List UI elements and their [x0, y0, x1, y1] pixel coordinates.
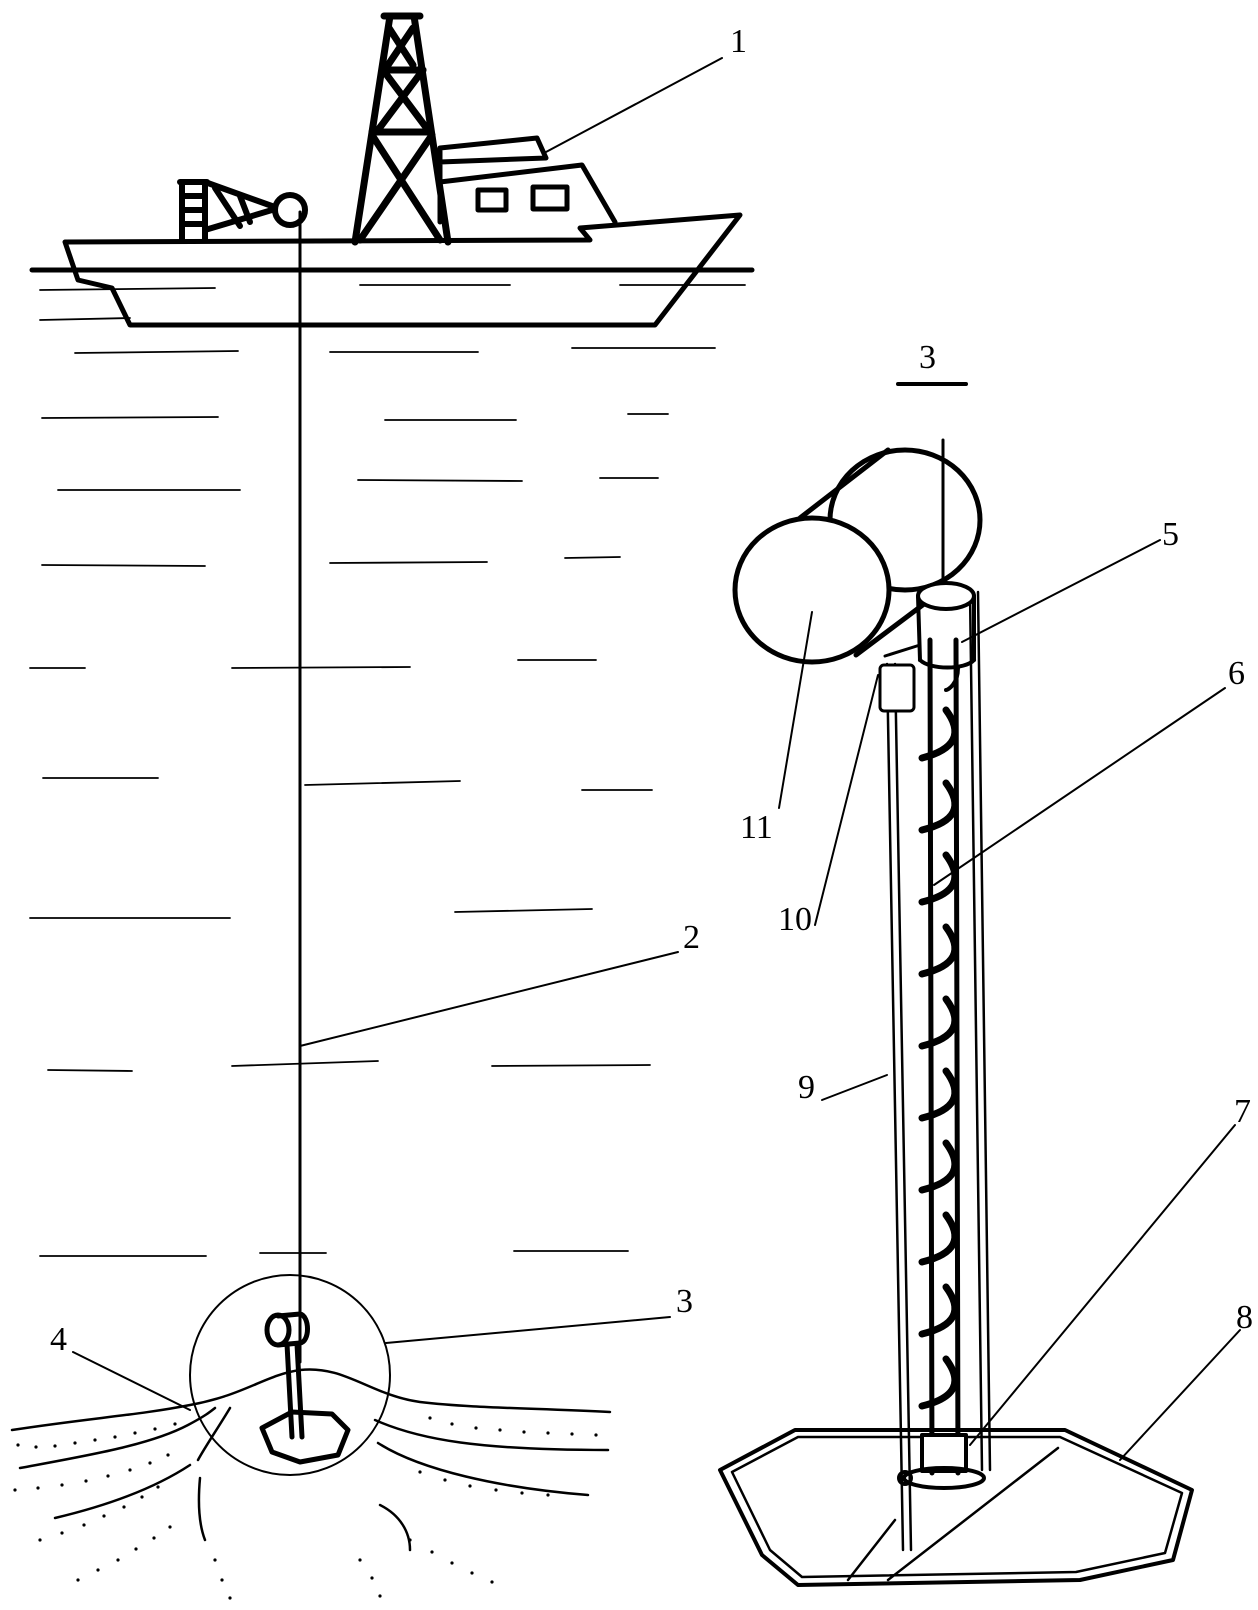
labels: 1 2 3 4 3 5 6 7 8 9 10 11 [50, 23, 1253, 1358]
central-rod [927, 637, 961, 1476]
label-11: 11 [740, 809, 773, 846]
label-9: 9 [798, 1069, 815, 1106]
label-7: 7 [1234, 1093, 1251, 1130]
leader-lines [72, 57, 1241, 1461]
small-float [264, 1312, 292, 1348]
label-5: 5 [1162, 516, 1179, 553]
ship-hull [62, 212, 743, 328]
cabin-window-left [475, 187, 509, 213]
label-detail-heading: 3 [919, 339, 936, 376]
cabin-window-right [530, 184, 570, 212]
base-plate-inner [730, 1435, 1184, 1579]
seabed [10, 1368, 612, 1600]
label-1: 1 [730, 23, 747, 60]
derrick-tower [351, 12, 452, 246]
sea-water-lines [29, 284, 746, 1257]
guide-rods [885, 590, 992, 1552]
bottom-fitting [897, 1433, 986, 1490]
sleeve [878, 643, 922, 713]
ship-crane [177, 179, 308, 243]
label-4: 4 [50, 1321, 67, 1358]
label-8: 8 [1236, 1299, 1253, 1336]
collar [916, 581, 976, 692]
sediment-dots [13, 1416, 598, 1600]
seabed-drill-small [189, 1274, 391, 1476]
winch-pulley [272, 192, 308, 228]
label-3: 3 [676, 1283, 693, 1320]
drill-detail [718, 438, 1194, 1587]
small-base-plate [259, 1409, 351, 1465]
float-cylinder-front [732, 515, 892, 665]
label-6: 6 [1228, 655, 1245, 692]
drilling-ship [62, 12, 743, 328]
helix-flights [918, 706, 959, 1410]
base-plate [718, 1428, 1194, 1587]
small-drill-rod [284, 1341, 295, 1440]
label-2: 2 [683, 919, 700, 956]
label-10: 10 [778, 901, 812, 938]
ship-cabin [437, 135, 618, 225]
detail-circle [189, 1274, 391, 1476]
